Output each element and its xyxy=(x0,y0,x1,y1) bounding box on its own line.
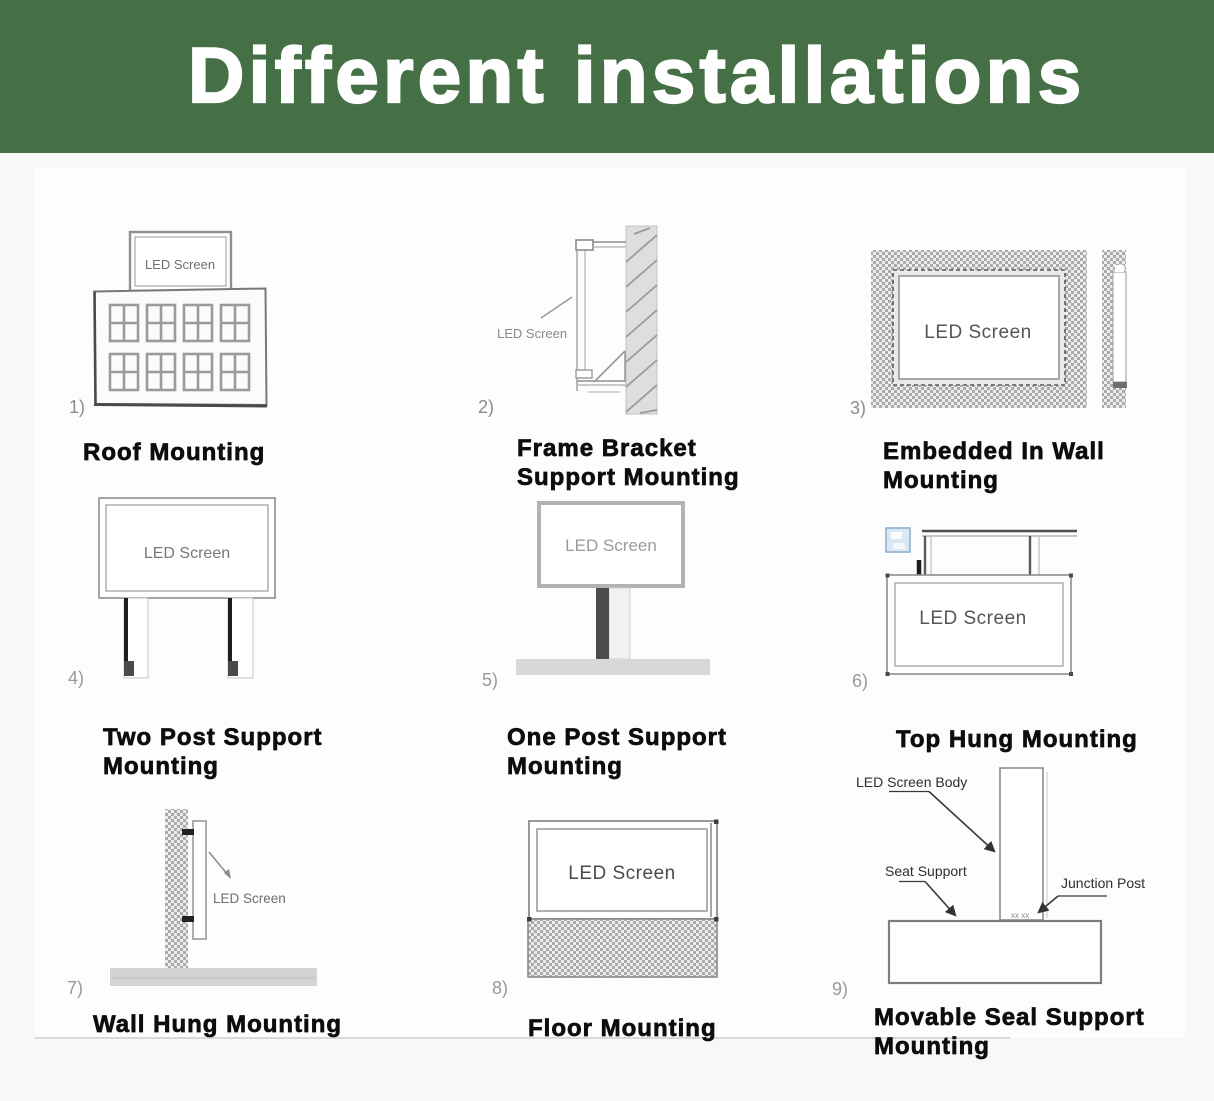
svg-text:7): 7) xyxy=(67,978,83,998)
svg-text:2): 2) xyxy=(478,397,494,417)
svg-text:LED Screen: LED Screen xyxy=(919,608,1026,629)
svg-text:5): 5) xyxy=(482,670,498,690)
svg-text:LED Screen: LED Screen xyxy=(213,891,286,906)
svg-text:LED Screen: LED Screen xyxy=(497,326,567,341)
svg-text:4): 4) xyxy=(68,668,84,688)
svg-text:LED Screen: LED Screen xyxy=(924,322,1031,343)
svg-text:1): 1) xyxy=(69,397,85,417)
svg-text:Seat Support: Seat Support xyxy=(885,863,967,879)
svg-text:LED Screen Body: LED Screen Body xyxy=(856,774,967,790)
svg-text:9): 9) xyxy=(832,979,848,999)
svg-text:LED Screen: LED Screen xyxy=(144,545,230,562)
svg-text:6): 6) xyxy=(852,671,868,691)
svg-text:xx xx: xx xx xyxy=(1011,911,1029,920)
svg-text:LED Screen: LED Screen xyxy=(565,536,657,555)
svg-text:Junction Post: Junction Post xyxy=(1061,875,1145,891)
svg-text:8): 8) xyxy=(492,978,508,998)
svg-text:LED Screen: LED Screen xyxy=(145,257,215,272)
svg-text:3): 3) xyxy=(850,398,866,418)
svg-text:LED Screen: LED Screen xyxy=(568,863,675,884)
